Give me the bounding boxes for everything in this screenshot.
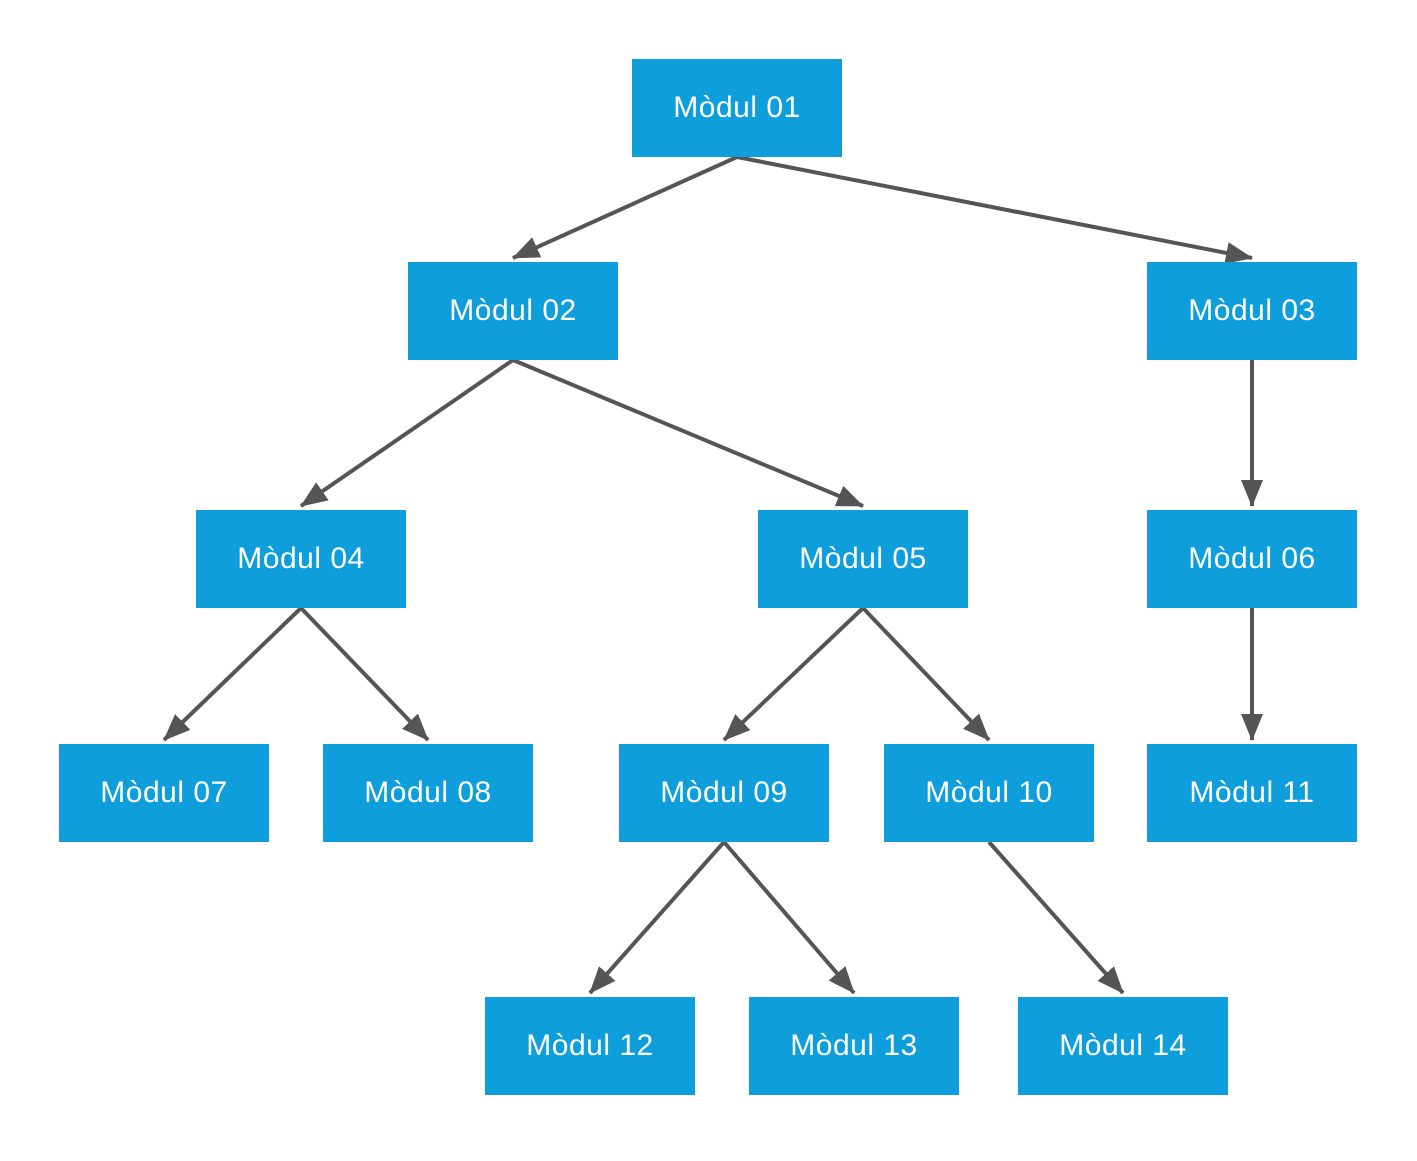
- edge-04-08: [299, 606, 430, 742]
- node-modul-09: Mòdul 09: [619, 744, 829, 842]
- node-modul-06: Mòdul 06: [1147, 510, 1357, 608]
- edge-02-04: [299, 358, 515, 508]
- edge-09-12: [588, 840, 726, 995]
- node-label: Mòdul 14: [1059, 1029, 1187, 1062]
- edge-10-14: [987, 840, 1125, 995]
- node-modul-04: Mòdul 04: [196, 510, 406, 608]
- node-modul-02: Mòdul 02: [408, 262, 618, 360]
- node-modul-07: Mòdul 07: [59, 744, 269, 842]
- node-label: Mòdul 04: [237, 542, 365, 575]
- node-modul-12: Mòdul 12: [485, 997, 695, 1095]
- node-modul-11: Mòdul 11: [1147, 744, 1357, 842]
- node-label: Mòdul 11: [1189, 776, 1315, 809]
- node-label: Mòdul 07: [100, 776, 228, 809]
- node-modul-10: Mòdul 10: [884, 744, 1094, 842]
- node-label: Mòdul 12: [526, 1029, 654, 1062]
- node-modul-05: Mòdul 05: [758, 510, 968, 608]
- node-label: Mòdul 09: [660, 776, 788, 809]
- node-modul-13: Mòdul 13: [749, 997, 959, 1095]
- node-label: Mòdul 03: [1188, 294, 1316, 327]
- node-modul-08: Mòdul 08: [323, 744, 533, 842]
- node-label: Mòdul 10: [925, 776, 1053, 809]
- node-modul-01: Mòdul 01: [632, 59, 842, 157]
- node-label: Mòdul 06: [1188, 542, 1316, 575]
- edge-01-03: [736, 155, 1253, 264]
- node-label: Mòdul 05: [799, 542, 927, 575]
- node-label: Mòdul 02: [449, 294, 577, 327]
- node-modul-14: Mòdul 14: [1018, 997, 1228, 1095]
- edge-05-09: [722, 606, 865, 742]
- edge-05-10: [861, 606, 991, 742]
- node-label: Mòdul 13: [790, 1029, 918, 1062]
- edge-02-05: [512, 358, 864, 508]
- edge-04-07: [162, 606, 303, 742]
- edge-01-02: [512, 155, 738, 260]
- node-label: Mòdul 01: [673, 91, 801, 124]
- edge-09-13: [722, 840, 856, 995]
- node-modul-03: Mòdul 03: [1147, 262, 1357, 360]
- node-label: Mòdul 08: [364, 776, 492, 809]
